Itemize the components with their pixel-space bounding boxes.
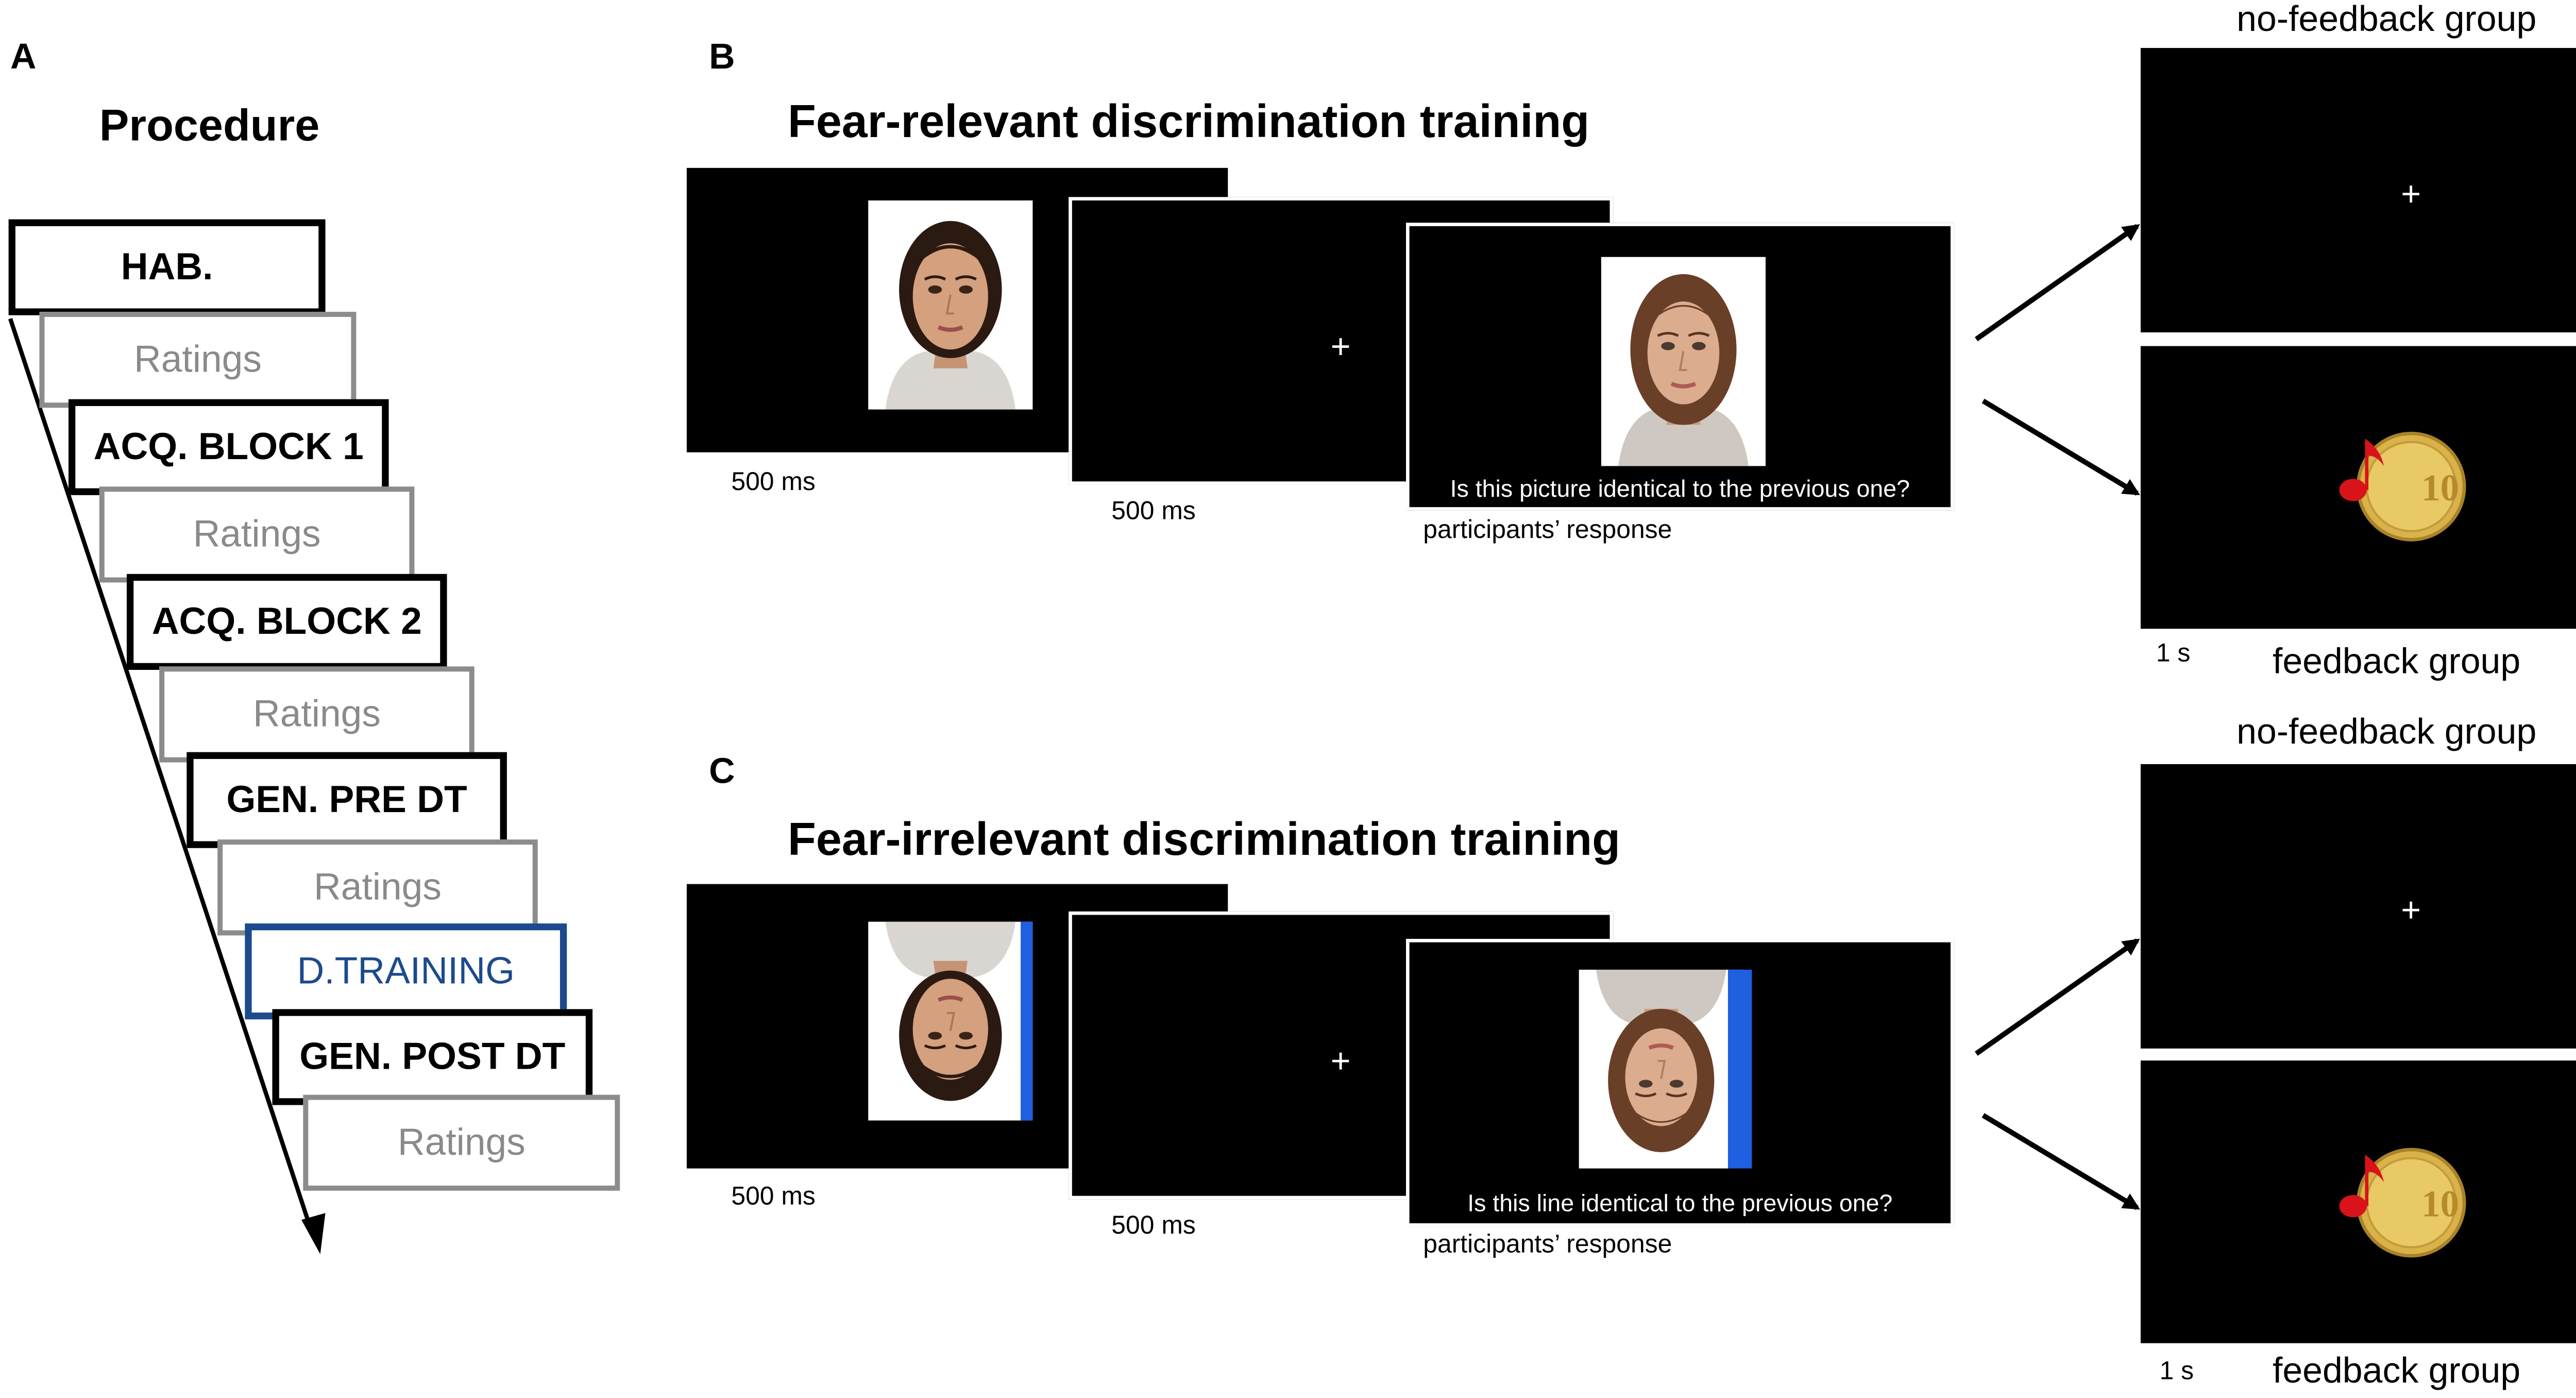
music-note-icon — [2339, 479, 2367, 501]
question-text: Is this line identical to the previous o… — [1467, 1189, 1893, 1217]
step-ratings-1: Ratings — [39, 312, 357, 408]
panel-a-label: A — [10, 38, 37, 77]
fear-relevant-title: Fear-relevant discrimination training — [788, 96, 1590, 147]
timing-face-1: 500 ms — [731, 467, 816, 497]
face-photo-inverted — [1579, 969, 1743, 1169]
face-photo — [1601, 257, 1766, 466]
feedback-time: 1 s — [2156, 639, 2191, 668]
no-feedback-label: no-feedback group — [2236, 713, 2537, 752]
step-ratings-2: Ratings — [99, 486, 415, 583]
step-habituation: HAB. — [8, 219, 326, 315]
step-acquisition-block-2: ACQ. BLOCK 2 — [126, 574, 447, 670]
timing-fixation: 500 ms — [1111, 497, 1196, 526]
feedback-label: feedback group — [2272, 642, 2521, 682]
fixation-cross: + — [1330, 329, 1351, 367]
panel-b-label: B — [709, 38, 735, 77]
screen-test-face: Is this picture identical to the previou… — [1406, 223, 1954, 511]
screen-no-feedback: + — [2141, 764, 2576, 1049]
screen-no-feedback: + — [2141, 48, 2576, 333]
feedback-label: feedback group — [2272, 1352, 2521, 1391]
arrow-icon — [1975, 938, 2141, 1210]
step-acquisition-block-1: ACQ. BLOCK 1 — [68, 399, 389, 495]
face-photo — [868, 200, 1033, 410]
screen-test-line: Is this line identical to the previous o… — [1406, 938, 1954, 1227]
step-ratings-4: Ratings — [217, 839, 538, 936]
music-note-icon — [2339, 1195, 2367, 1218]
question-text: Is this picture identical to the previou… — [1450, 474, 1910, 502]
blue-line — [1021, 921, 1033, 1121]
screen-feedback: 10 — [2141, 346, 2576, 629]
feedback-time: 1 s — [2159, 1357, 2194, 1386]
step-generalization-pre-dt: GEN. PRE DT — [187, 752, 507, 848]
timing-face-1: 500 ms — [731, 1182, 816, 1211]
timing-fixation: 500 ms — [1111, 1211, 1196, 1241]
face-photo-inverted — [868, 921, 1033, 1121]
step-generalization-post-dt: GEN. POST DT — [272, 1009, 593, 1105]
fixation-cross: + — [1330, 1043, 1351, 1081]
response-label: participants’ response — [1423, 1230, 1672, 1259]
arrow-icon — [1975, 224, 2141, 496]
fixation-cross: + — [2401, 176, 2421, 214]
euro-coin-icon: 10 — [2332, 1138, 2469, 1261]
fixation-cross: + — [2401, 892, 2421, 931]
panel-c-label: C — [709, 752, 735, 792]
coin-value: 10 — [2421, 467, 2459, 509]
response-label: participants’ response — [1423, 515, 1672, 545]
step-ratings-5: Ratings — [303, 1094, 620, 1191]
fear-irrelevant-title: Fear-irrelevant discrimination training — [788, 814, 1620, 866]
screen-feedback: 10 — [2141, 1060, 2576, 1343]
step-ratings-3: Ratings — [159, 666, 474, 763]
coin-value: 10 — [2421, 1183, 2459, 1225]
step-discrimination-training: D.TRAINING — [245, 923, 567, 1020]
timeline-arrow — [8, 318, 326, 1254]
euro-coin-icon: 10 — [2332, 422, 2469, 545]
procedure-title: Procedure — [99, 99, 320, 151]
no-feedback-label: no-feedback group — [2236, 0, 2537, 40]
blue-line — [1727, 969, 1752, 1169]
